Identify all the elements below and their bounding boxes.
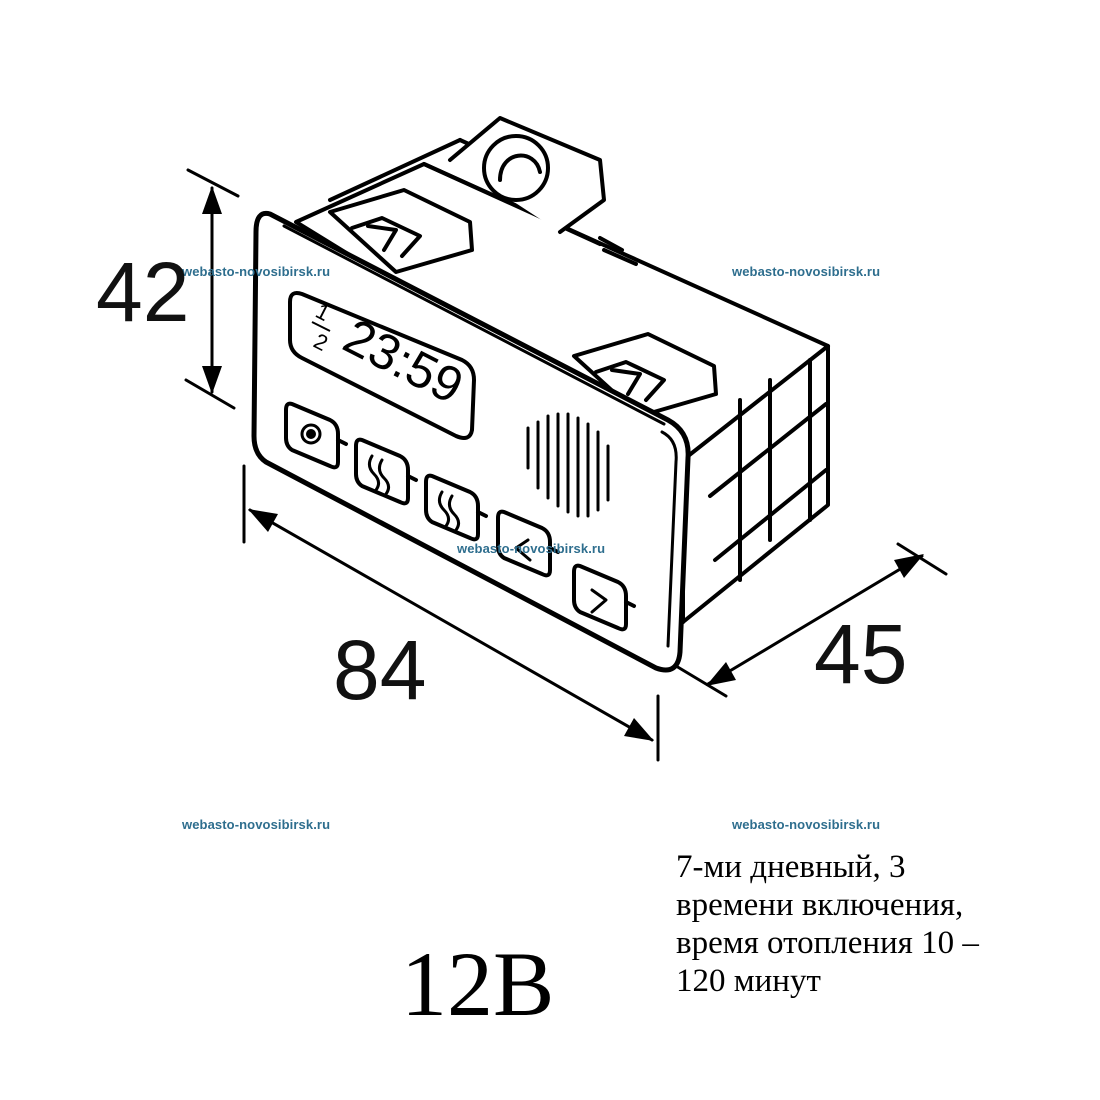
speaker-grille-icon bbox=[526, 412, 610, 518]
watermark-text: webasto-novosibirsk.ru bbox=[182, 264, 331, 279]
button-2[interactable] bbox=[354, 437, 418, 506]
watermark-text: webasto-novosibirsk.ru bbox=[457, 541, 606, 556]
mounting-clip-left bbox=[328, 188, 474, 274]
dimension-line-depth bbox=[674, 542, 948, 698]
dimension-line-width bbox=[242, 464, 660, 762]
heat-wave-icon bbox=[367, 454, 391, 496]
dimension-label-depth: 45 bbox=[814, 607, 908, 701]
watermark-text: webasto-novosibirsk.ru bbox=[182, 817, 331, 832]
watermark-text: webasto-novosibirsk.ru bbox=[732, 817, 881, 832]
product-description: 7-ми дневный, 3 времени включения, время… bbox=[676, 848, 1076, 1000]
voltage-label: 12В bbox=[401, 933, 555, 1035]
description-line: 120 минут bbox=[676, 963, 821, 999]
description-line: 7-ми дневный, 3 bbox=[676, 849, 906, 885]
watermark-text: webasto-novosibirsk.ru bbox=[732, 264, 881, 279]
lcd-display bbox=[288, 291, 476, 440]
arrow-right-icon bbox=[590, 588, 608, 614]
description-line: время отопления 10 – bbox=[676, 925, 979, 961]
description-line: времени включения, bbox=[676, 887, 964, 923]
button-5[interactable] bbox=[572, 563, 636, 632]
dimension-label-width: 84 bbox=[333, 623, 427, 717]
connector bbox=[448, 116, 638, 266]
arrow-left-icon bbox=[514, 538, 532, 562]
dimension-line-height bbox=[184, 168, 240, 410]
button-1[interactable] bbox=[284, 401, 348, 470]
power-icon bbox=[300, 423, 322, 445]
button-3[interactable] bbox=[424, 473, 488, 542]
button-4[interactable] bbox=[496, 509, 560, 578]
heat-wave-icon bbox=[437, 490, 461, 532]
dimension-label-height: 42 bbox=[96, 245, 190, 339]
